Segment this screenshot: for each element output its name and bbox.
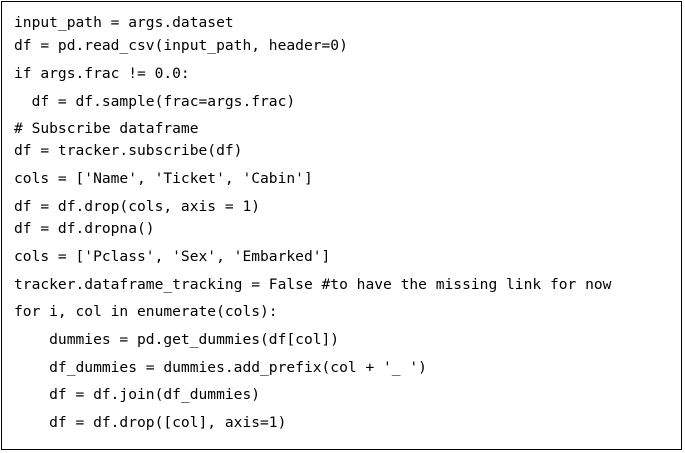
code-line-6: df = tracker.subscribe(df) [14,142,243,159]
code-line-7: cols = ['Name', 'Ticket', 'Cabin'] [14,170,313,187]
code-line-3: if args.frac != 0.0: [14,65,190,82]
code-line-2: df = pd.read_csv(input_path, header=0) [14,37,348,54]
code-line-4: df = df.sample(frac=args.frac) [14,93,296,110]
code-line-13: dummies = pd.get_dummies(df[col]) [14,331,340,348]
code-line-8: df = df.drop(cols, axis = 1) [14,198,261,215]
code-line-16: df = df.drop([col], axis=1) [14,414,287,431]
code-line-9: df = df.dropna() [14,220,155,237]
code-line-5: # Subscribe dataframe [14,120,199,137]
code-line-14: df_dummies = dummies.add_prefix(col + '_… [14,359,427,376]
code-block: input_path = args.dataset df = pd.read_c… [2,2,681,449]
code-line-10: cols = ['Pclass', 'Sex', 'Embarked'] [14,248,331,265]
code-line-11: tracker.dataframe_tracking = False #to h… [14,276,612,293]
code-line-15: df = df.join(df_dummies) [14,386,261,403]
code-line-12: for i, col in enumerate(cols): [14,303,278,320]
code-line-1: input_path = args.dataset [14,14,234,31]
